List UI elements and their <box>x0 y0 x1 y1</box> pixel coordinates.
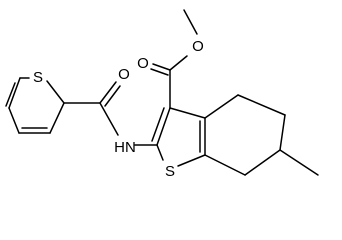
bond <box>156 107 171 146</box>
bond <box>244 149 281 176</box>
bond <box>104 85 121 107</box>
amide-linker <box>63 81 158 146</box>
bond <box>8 107 20 134</box>
ring-sulfur-label: S <box>165 163 175 180</box>
bond <box>99 81 117 104</box>
cyclohexene-ring <box>204 94 319 176</box>
bond <box>169 107 206 119</box>
ester-ether-oxygen-label: O <box>192 38 204 55</box>
thiophene-ring-left <box>5 77 65 134</box>
bond <box>46 80 65 104</box>
bond <box>237 94 286 116</box>
bond <box>152 63 171 71</box>
methyl-ester <box>150 9 198 109</box>
ester-carbonyl-oxygen-label: O <box>137 55 149 72</box>
bond <box>150 68 169 76</box>
bond <box>156 144 164 161</box>
bond <box>99 102 119 136</box>
bond <box>49 102 65 134</box>
bond <box>204 94 239 119</box>
bond <box>151 107 165 142</box>
bond <box>183 9 198 35</box>
molecule-structure-diagram: S O HN O O S <box>5 9 319 180</box>
bond <box>204 154 246 176</box>
amide-nitrogen-label: HN <box>114 139 136 156</box>
bond <box>5 82 16 107</box>
bond <box>279 149 319 176</box>
thiophene-sulfur-label: S <box>33 69 43 86</box>
thiophene-ring-fused <box>151 107 206 167</box>
bond <box>169 55 188 71</box>
bond <box>8 77 21 109</box>
amide-oxygen-label: O <box>118 66 130 83</box>
bond <box>279 114 286 151</box>
bond <box>177 154 206 167</box>
